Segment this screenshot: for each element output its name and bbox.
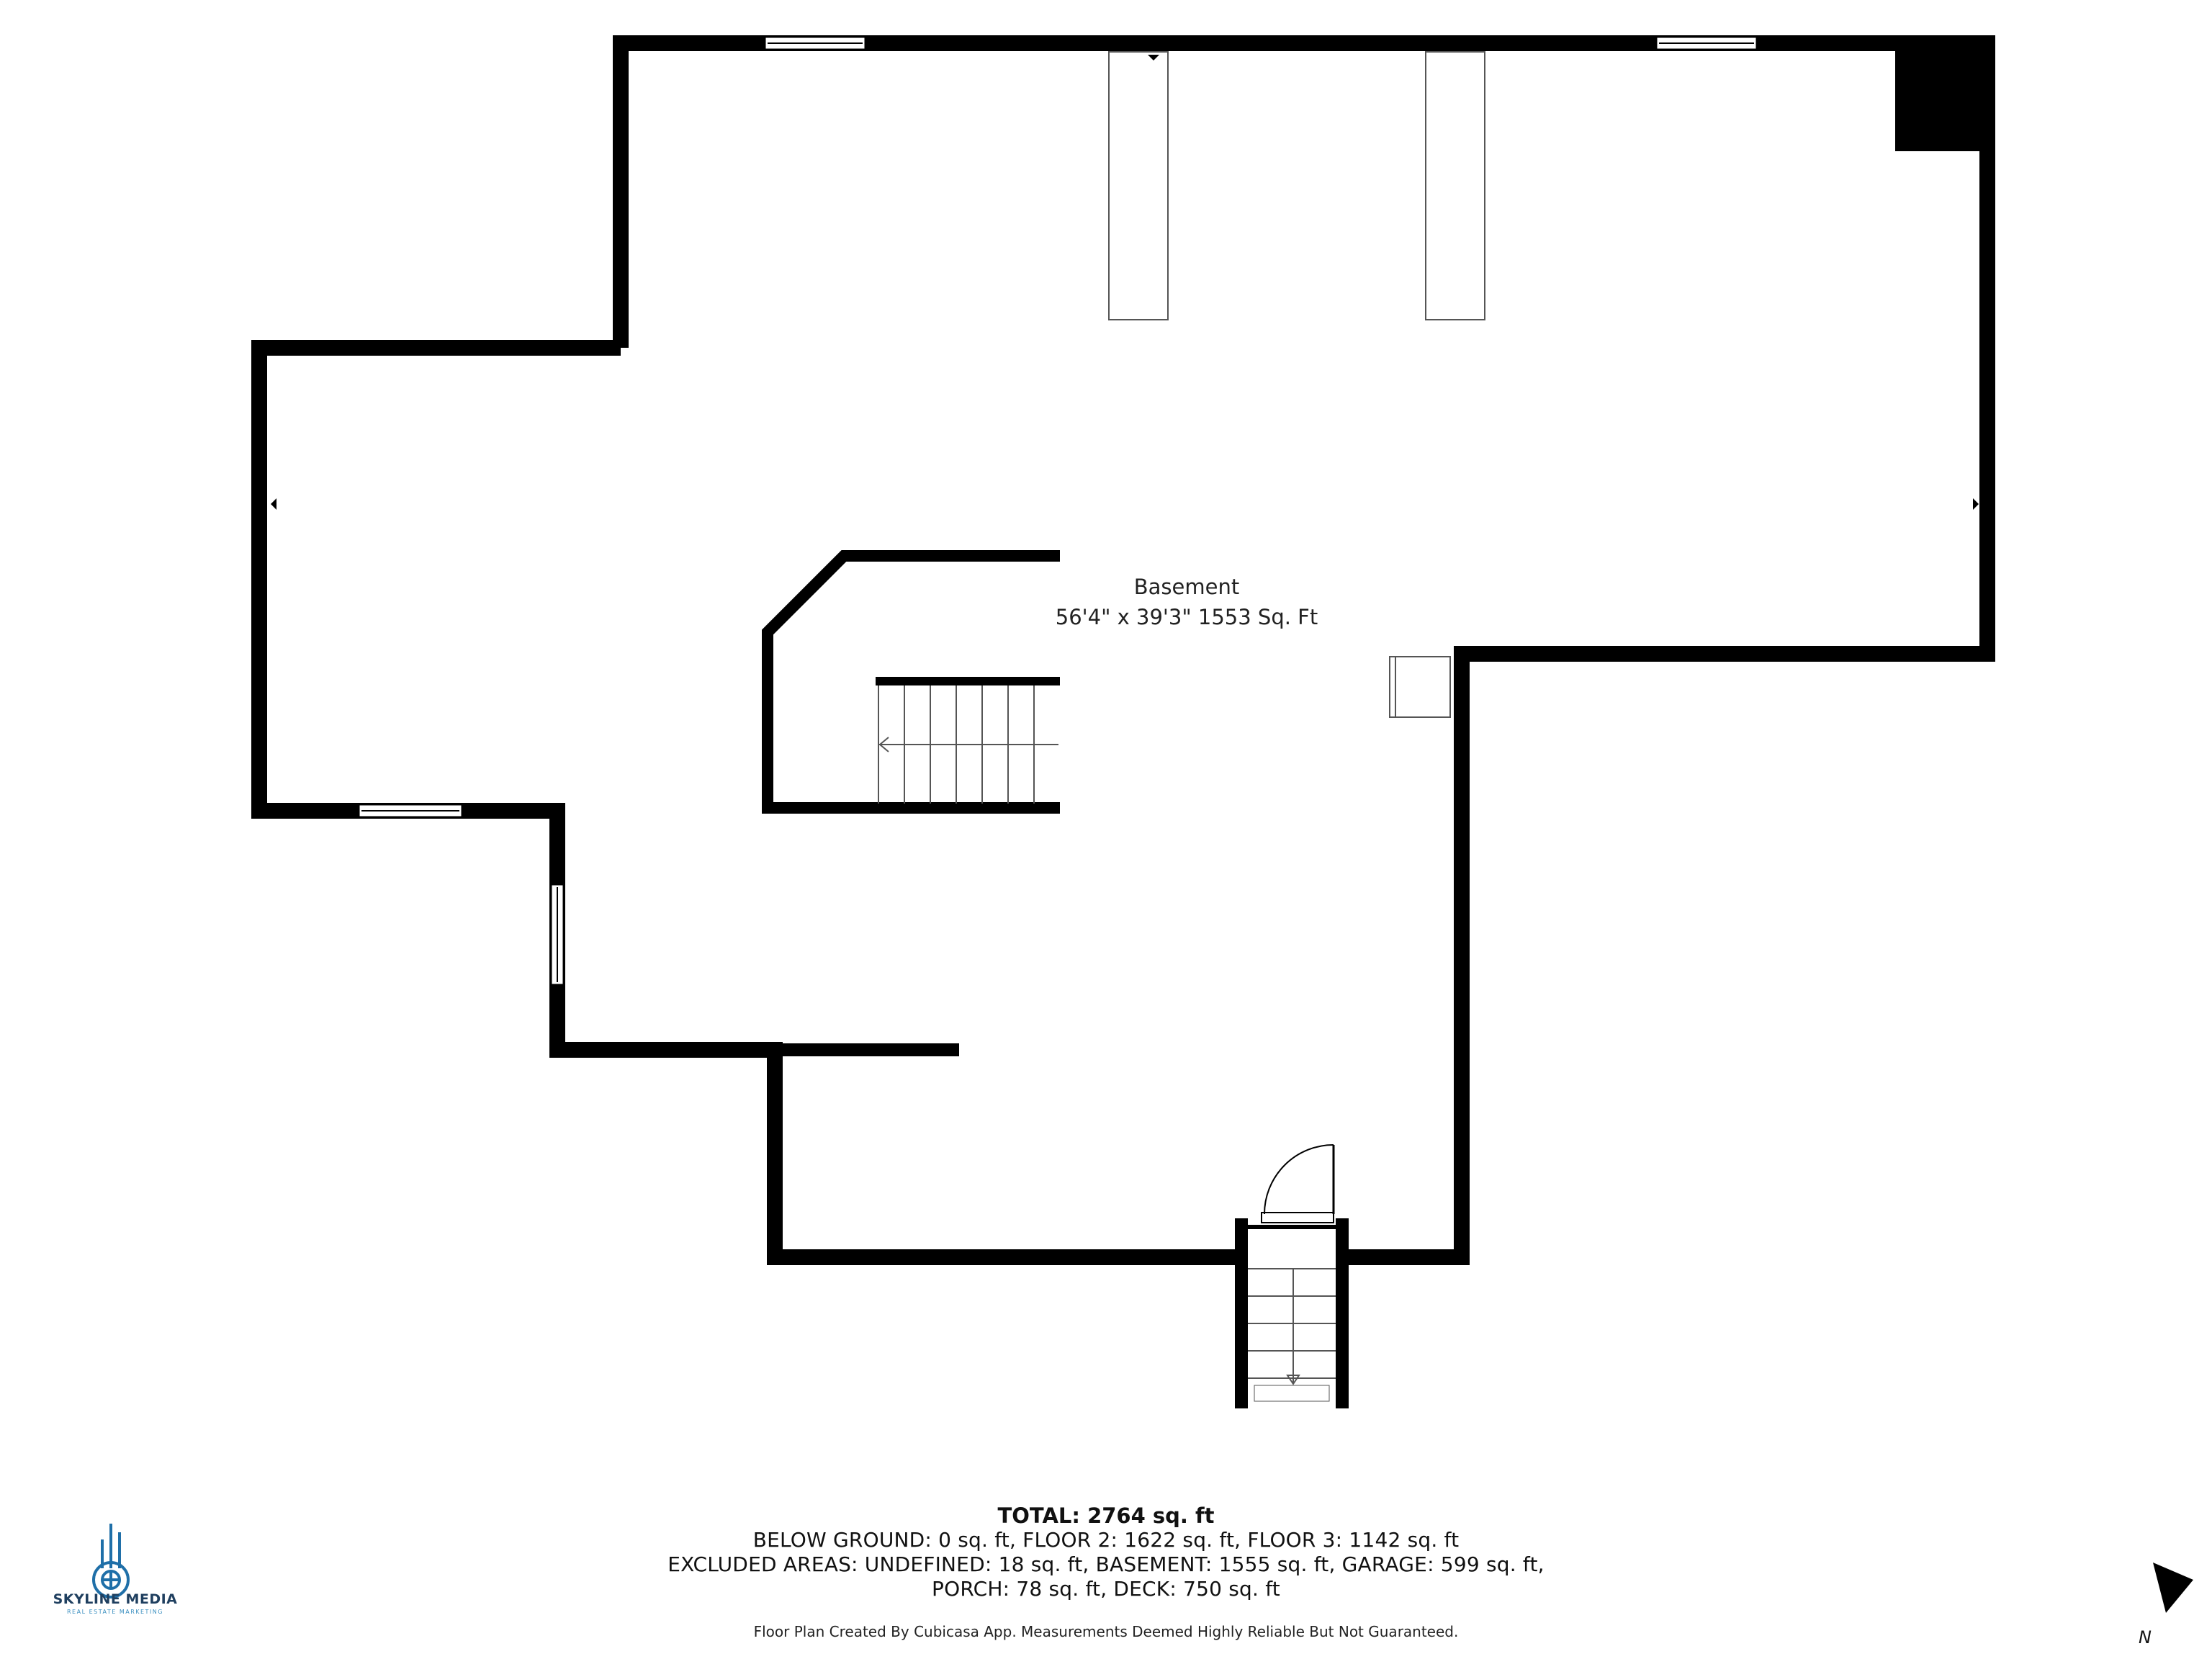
- logo-subtitle: REAL ESTATE MARKETING: [67, 1609, 163, 1615]
- utility-box: [1389, 656, 1451, 718]
- window-west-step: [549, 883, 565, 986]
- total-area: TOTAL: 2764 sq. ft: [997, 1503, 1215, 1528]
- window-west-south: [357, 803, 464, 819]
- north-arrow-icon: [2153, 1563, 2193, 1613]
- area-line-3: PORCH: 78 sq. ft, DECK: 750 sq. ft: [932, 1577, 1280, 1601]
- room-dimensions: 56'4" x 39'3" 1553 Sq. Ft: [1055, 605, 1318, 629]
- entry-door: [1261, 1144, 1335, 1223]
- corner-column: [1895, 43, 1980, 151]
- stair-enclosure-wall: [762, 550, 1060, 814]
- disclaimer: Floor Plan Created By Cubicasa App. Meas…: [753, 1623, 1459, 1640]
- logo-title: SKYLINE MEDIA: [53, 1591, 178, 1607]
- north-label: N: [2139, 1627, 2152, 1647]
- entry-staircase: [1235, 1218, 1349, 1408]
- dimension-tick: [1973, 498, 1979, 510]
- area-summary: TOTAL: 2764 sq. ft BELOW GROUND: 0 sq. f…: [386, 1503, 1826, 1601]
- beam-left: [1108, 51, 1169, 320]
- outer-wall: [613, 35, 1995, 1265]
- dimension-tick: [1148, 55, 1159, 60]
- window-north-east: [1655, 35, 1758, 51]
- stair-arrow-icon: [878, 737, 1058, 752]
- window-north-west: [763, 35, 867, 51]
- area-line-2: EXCLUDED AREAS: UNDEFINED: 18 sq. ft, BA…: [667, 1552, 1545, 1576]
- area-line-1: BELOW GROUND: 0 sq. ft, FLOOR 2: 1622 sq…: [752, 1528, 1460, 1552]
- dimension-tick: [1148, 1250, 1159, 1256]
- outer-wall-west: [251, 340, 1237, 1265]
- beam-right: [1425, 51, 1485, 320]
- room-label: Basement: [1133, 575, 1240, 599]
- skyline-logo-icon: [92, 1524, 130, 1599]
- dimension-tick: [271, 498, 276, 510]
